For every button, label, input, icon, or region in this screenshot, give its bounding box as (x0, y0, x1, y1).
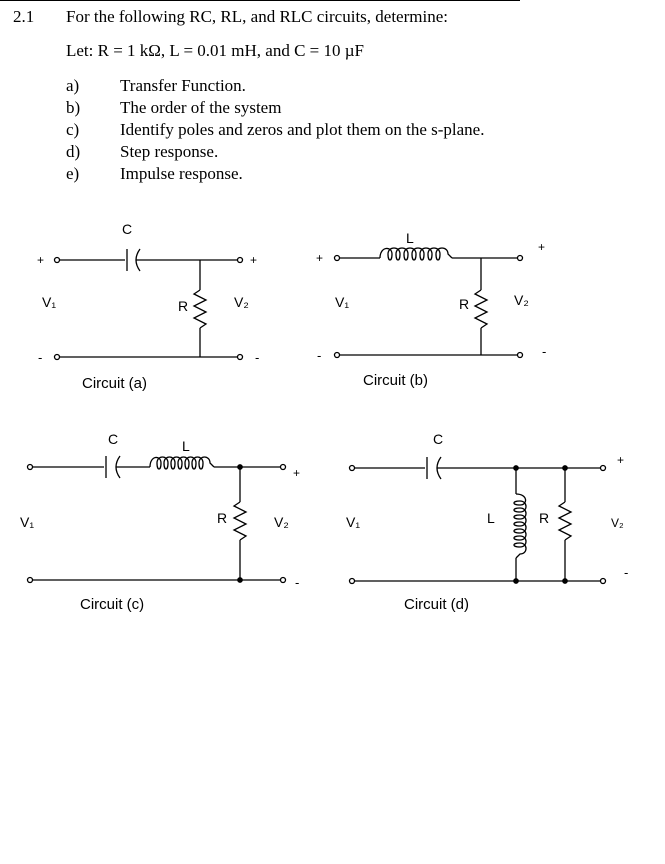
given-values: Let: R = 1 kΩ, L = 0.01 mH, and C = 10 µ… (66, 41, 364, 60)
resistor-label: R (539, 510, 549, 526)
item-text: Transfer Function. (120, 76, 246, 95)
terminal-in-bottom (53, 353, 61, 361)
capacitor-label: C (108, 431, 118, 447)
item-letter: d) (66, 142, 81, 161)
problem-title: For the following RC, RL, and RLC circui… (66, 7, 448, 26)
terminal-out-bottom (599, 577, 607, 585)
circuit-b (333, 247, 524, 359)
top-rule (0, 0, 520, 1)
item-letter: a) (66, 76, 80, 95)
terminal-out-bottom (279, 576, 287, 584)
terminal-in-bottom (333, 351, 341, 359)
item-letter: b) (66, 98, 81, 117)
item-text: Identify poles and zeros and plot them o… (120, 120, 485, 139)
circuit-caption: Circuit (b) (363, 372, 428, 389)
plus-sign: + (538, 240, 545, 254)
terminal-out-top (279, 463, 287, 471)
minus-sign: - (295, 575, 299, 590)
terminal-out-top (236, 256, 244, 264)
inductor-symbol (149, 456, 215, 470)
terminal-out-top (516, 254, 524, 262)
minus-sign: - (624, 565, 628, 580)
item-text: Step response. (120, 142, 219, 161)
plus-sign: + (617, 453, 624, 467)
item-letter: e) (66, 164, 80, 183)
output-voltage-label: V₂ (234, 294, 249, 310)
terminal-in-top (348, 464, 356, 472)
inductor-label: L (182, 438, 190, 454)
item-text: The order of the system (120, 98, 282, 117)
resistor-symbol (557, 501, 573, 541)
terminal-out-top (599, 464, 607, 472)
input-voltage-label: V₁ (346, 514, 360, 530)
resistor-label: R (459, 296, 469, 312)
input-voltage-label: V₁ (42, 294, 56, 310)
output-voltage-label: V₂ (274, 514, 289, 530)
resistor-symbol (232, 501, 248, 541)
circuit-caption: Circuit (c) (80, 596, 144, 613)
inductor-label: L (406, 230, 414, 246)
minus-sign: - (38, 350, 42, 365)
circuit-c (26, 455, 287, 584)
terminal-in-top (53, 256, 61, 264)
terminal-in-bottom (348, 577, 356, 585)
terminal-in-bottom (26, 576, 34, 584)
output-voltage-label: V₂ (611, 516, 624, 530)
inductor-symbol (379, 247, 453, 261)
minus-sign: - (317, 348, 321, 363)
circuit-caption: Circuit (d) (404, 596, 469, 613)
item-text: Impulse response. (120, 164, 243, 183)
item-letter: c) (66, 120, 80, 139)
minus-sign: - (255, 350, 259, 365)
terminal-out-bottom (516, 351, 524, 359)
terminal-in-top (26, 463, 34, 471)
input-voltage-label: V₁ (20, 514, 34, 530)
circuit-a (53, 248, 244, 361)
resistor-label: R (217, 510, 227, 526)
resistor-symbol (473, 289, 489, 329)
capacitor-label: C (433, 431, 443, 447)
plus-sign: + (293, 466, 300, 480)
capacitor-label: C (122, 221, 132, 237)
resistor-label: R (178, 298, 188, 314)
terminal-in-top (333, 254, 341, 262)
problem-number: 2.1 (13, 7, 35, 26)
input-voltage-label: V₁ (335, 294, 349, 310)
resistor-symbol (192, 289, 208, 329)
inductor-symbol (513, 493, 527, 559)
inductor-label: L (487, 510, 495, 526)
plus-sign: + (316, 251, 323, 265)
output-voltage-label: V₂ (514, 292, 529, 308)
circuit-caption: Circuit (a) (82, 375, 147, 392)
circuit-d (348, 456, 607, 585)
plus-sign: + (250, 253, 257, 267)
terminal-out-bottom (236, 353, 244, 361)
plus-sign: + (37, 253, 44, 267)
minus-sign: - (542, 344, 546, 359)
